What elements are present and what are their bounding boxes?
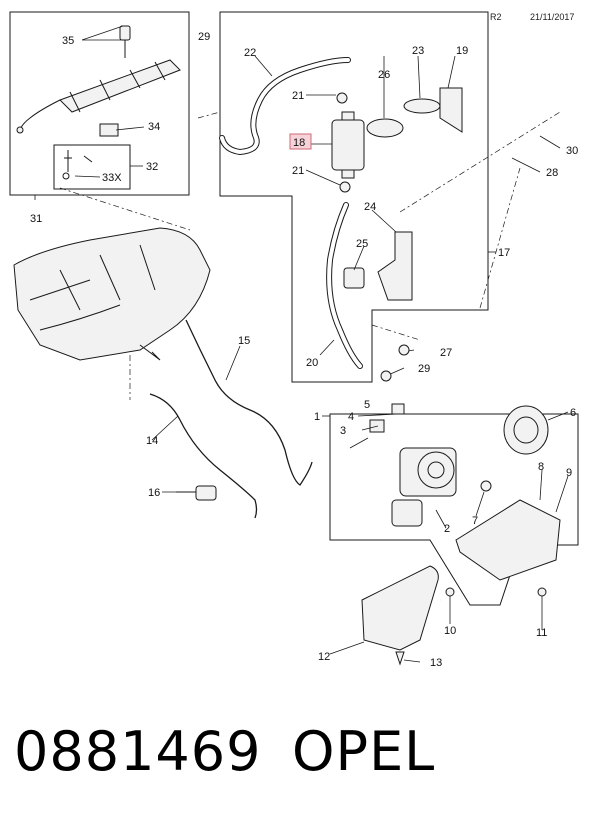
callout-35: 35 [62,35,74,47]
callout-30: 30 [566,145,578,157]
callout-9: 9 [566,467,572,479]
frame-17 [219,11,489,383]
callout-11: 11 [536,627,547,639]
callout-15: 15 [238,335,250,347]
vacuum-hose-15 [149,319,313,519]
callout-21-upper: 21 [292,90,304,102]
callout-21-lower: 21 [292,165,304,177]
heat-shield-12-part [361,565,439,651]
intake-manifold-part [13,227,211,361]
filter-bracket-part [336,87,463,301]
leaders-frame-17 [254,55,561,356]
sensor-16-part [176,485,217,501]
fuel-line-upper-inner [220,58,350,155]
date-label: 21/11/2017 [530,12,574,22]
callout-22: 22 [244,47,256,59]
callout-23: 23 [412,45,424,57]
callout-34: 34 [148,121,160,133]
callout-18: 18 [293,137,305,149]
part-number: 0881469 [14,720,262,783]
callout-13: 13 [430,657,442,669]
callout-10: 10 [444,625,456,637]
callout-19: 19 [456,45,468,57]
callout-33x: 33X [102,172,122,184]
callout-8: 8 [538,461,544,473]
callout-29-top: 29 [198,31,210,43]
fuel-line-lower-inner [327,203,362,368]
callout-17: 17 [498,247,510,259]
fuel-line-upper [219,57,351,156]
clip-29-lower [380,344,547,666]
dash-lines [59,111,561,400]
callout-5: 5 [364,399,370,411]
frame-1 [329,413,579,606]
leaders-frame-1 [151,345,569,663]
callout-3: 3 [340,425,346,437]
callout-32: 32 [146,161,158,173]
highlight-box-18 [289,133,312,150]
injector-frame-32 [53,144,131,190]
exploded-parts-diagram: R2 21/11/2017 [9,11,579,669]
pump-assembly-part [369,403,561,581]
callout-24: 24 [364,201,376,213]
callout-12: 12 [318,651,330,663]
callout-2: 2 [444,523,450,535]
brand-name: OPEL [292,720,436,783]
callout-26: 26 [378,69,390,81]
callout-6: 6 [570,407,576,419]
leaders-frame-31 [34,25,145,200]
frame-31 [9,11,190,196]
callout-27: 27 [440,347,452,359]
callout-7: 7 [472,515,478,527]
callout-20: 20 [306,357,318,369]
callout-31: 31 [30,213,42,225]
callout-25: 25 [356,238,368,250]
fuel-filter-part [331,111,365,179]
callout-16: 16 [148,487,160,499]
callout-14: 14 [146,435,158,447]
callout-28: 28 [546,167,558,179]
callout-4: 4 [348,411,354,423]
callout-1: 1 [314,411,320,423]
callout-29-lower: 29 [418,363,430,375]
revision-label: R2 [490,12,502,22]
fuel-rail-part [16,25,181,137]
